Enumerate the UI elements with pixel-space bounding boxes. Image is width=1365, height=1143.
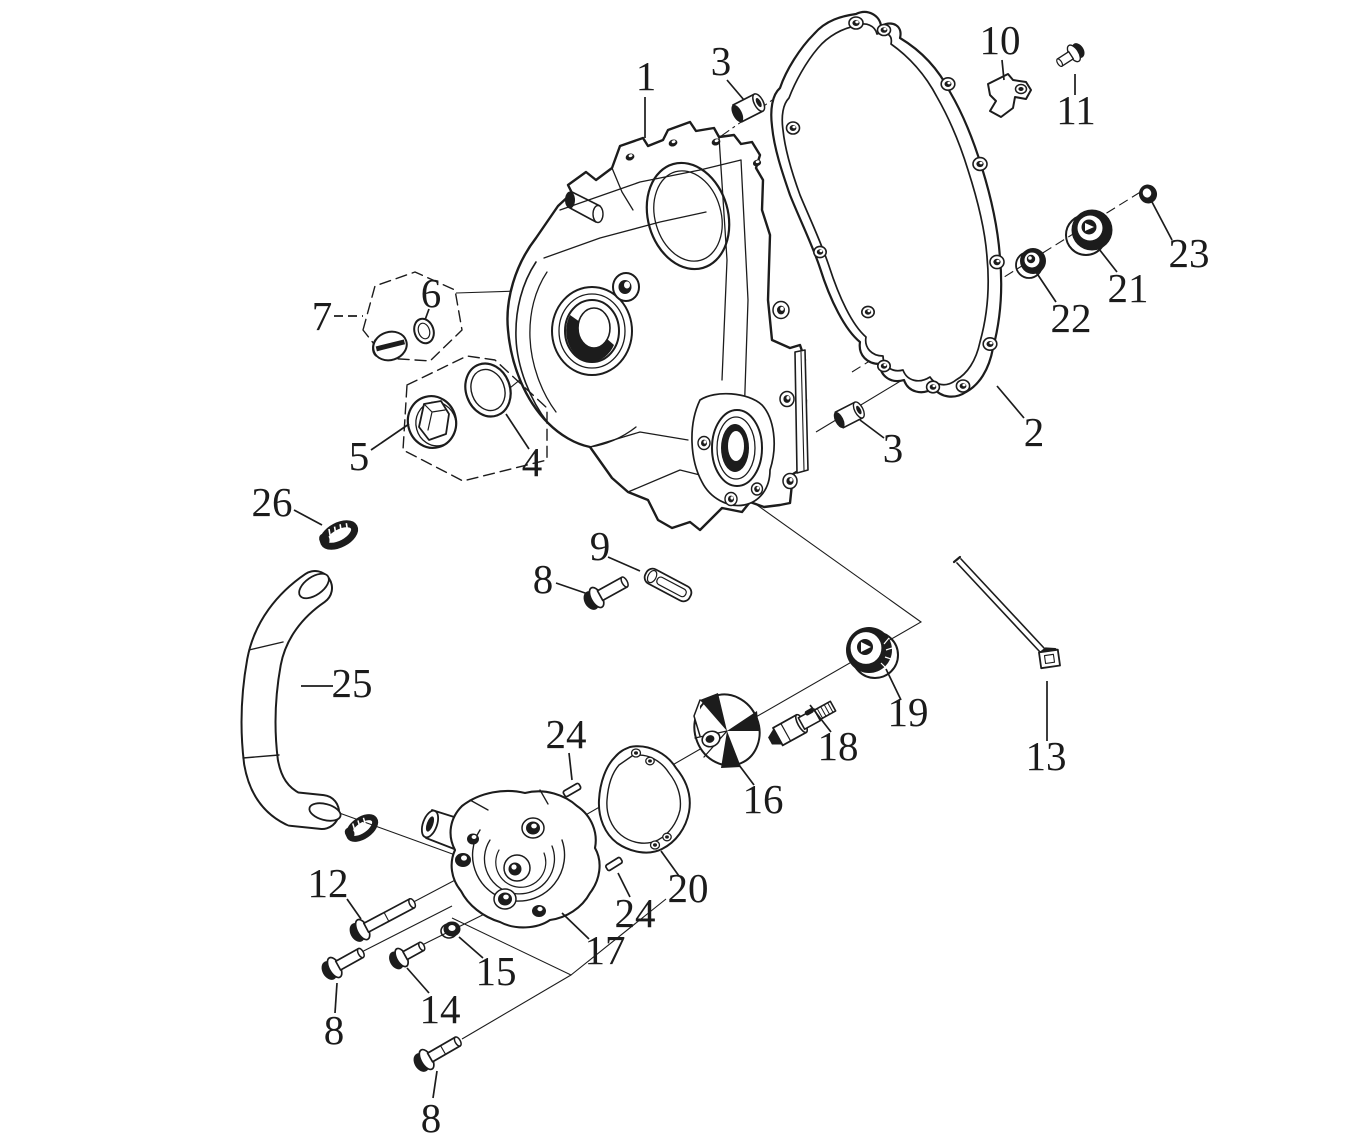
callout-9-16: 9	[590, 523, 611, 569]
leader-line-3-1	[726, 79, 745, 101]
leader-line-8-28	[334, 982, 338, 1014]
bolt-8-left	[321, 947, 365, 980]
callout-1-0: 1	[636, 53, 657, 99]
cover-pump-boss	[691, 392, 775, 507]
drain-plug-group	[362, 271, 463, 362]
nut-15	[440, 921, 461, 939]
callout-12-25: 12	[308, 860, 349, 906]
cover-tab-holes	[625, 138, 798, 490]
cover-lug-boss	[565, 191, 604, 224]
pump-shaft	[768, 700, 837, 747]
callout-24-23: 24	[615, 890, 656, 936]
callout-21-5: 21	[1108, 265, 1149, 311]
callout-24-21: 24	[546, 711, 587, 757]
callout-17-24: 17	[585, 927, 626, 973]
callout-3-1: 3	[711, 38, 732, 84]
bolt-8-bottom	[413, 1036, 462, 1072]
pump-gasket-holes	[630, 748, 672, 850]
leader-line-5-11	[370, 423, 410, 451]
callout-16-19: 16	[743, 776, 784, 822]
o-ring-6	[413, 317, 435, 345]
leader-line-23-4	[1151, 201, 1173, 241]
pump-bolt-bosses	[455, 817, 546, 917]
callout-23-4: 23	[1169, 230, 1210, 276]
callout-4-12: 4	[522, 439, 543, 485]
leader-line-8-29	[432, 1070, 438, 1099]
leader-line-4-12	[505, 413, 530, 450]
callout-18-18: 18	[818, 723, 859, 769]
leader-line-22-6	[1035, 271, 1057, 303]
water-hose	[240, 570, 342, 830]
leader-line-17-24	[561, 912, 590, 940]
screw-plug-7	[372, 330, 408, 362]
impeller	[693, 693, 761, 768]
leader-line-21-5	[1098, 248, 1118, 273]
spacer-bushing-side	[833, 401, 865, 429]
callout-26-13: 26	[252, 479, 293, 525]
pump-gasket	[597, 745, 691, 854]
callout-3-8: 3	[883, 425, 904, 471]
leader-line-16-19	[738, 764, 755, 786]
pump-gear	[846, 627, 899, 679]
bolt-8-top	[583, 576, 629, 610]
wire-bracket	[987, 73, 1032, 118]
leader-line-24-23	[617, 872, 631, 898]
hex-plug-5	[406, 395, 458, 449]
hose-clamp-upper	[319, 520, 359, 550]
bracket-bolt	[1056, 43, 1085, 67]
leader-line-2-7	[996, 385, 1025, 419]
snap-ring	[1138, 184, 1158, 204]
o-ring-4	[464, 362, 512, 418]
leader-line-19-17	[885, 668, 902, 701]
callout-8-29: 8	[421, 1095, 442, 1141]
leader-line-15-26	[458, 936, 484, 959]
crankcase-cover	[506, 120, 809, 532]
bolt-14	[389, 941, 426, 970]
leader-line-8-15	[555, 582, 589, 595]
callout-11-3: 11	[1056, 87, 1095, 133]
leader-line-3-8	[859, 419, 885, 439]
callout-8-28: 8	[324, 1007, 345, 1053]
bearing	[1065, 209, 1113, 256]
leader-line-18-18	[809, 704, 832, 733]
leader-line-26-13	[293, 509, 323, 526]
callout-15-26: 15	[476, 948, 517, 994]
dowel-pin-lower	[605, 856, 623, 872]
callout-25-14: 25	[332, 660, 373, 706]
callout-2-7: 2	[1024, 409, 1045, 455]
filler-plug-group	[402, 355, 548, 482]
water-pump-housing	[420, 789, 601, 929]
cover-gasket	[770, 10, 1005, 398]
callout-20-22: 20	[668, 865, 709, 911]
callout-10-2: 10	[980, 17, 1021, 63]
callout-22-6: 22	[1051, 295, 1092, 341]
leader-line-10-2	[1001, 59, 1005, 81]
callout-14-27: 14	[420, 986, 461, 1032]
leader-line-9-16	[607, 556, 641, 572]
callout-13-20: 13	[1026, 733, 1067, 779]
leader-line-12-25	[346, 898, 362, 920]
callout-5-11: 5	[349, 433, 370, 479]
leader-line-20-22	[660, 850, 680, 877]
callout-8-15: 8	[533, 556, 554, 602]
callout-6-10: 6	[421, 270, 442, 316]
dowel-pin-upper	[562, 782, 582, 798]
bolt-12	[349, 897, 417, 942]
leader-line-24-21	[568, 752, 573, 781]
oil-seal	[1015, 248, 1046, 279]
callout-19-17: 19	[888, 689, 929, 735]
cable-tie	[952, 555, 1061, 670]
dowel-plate-9	[643, 567, 693, 603]
leader-line-6-10	[424, 308, 430, 321]
gasket-bolt-holes	[785, 16, 1005, 394]
leader-line-14-27	[406, 967, 430, 994]
callout-7-9: 7	[312, 293, 333, 339]
hose-clamp-lower	[344, 814, 379, 842]
spacer-bushing-top	[731, 93, 766, 123]
